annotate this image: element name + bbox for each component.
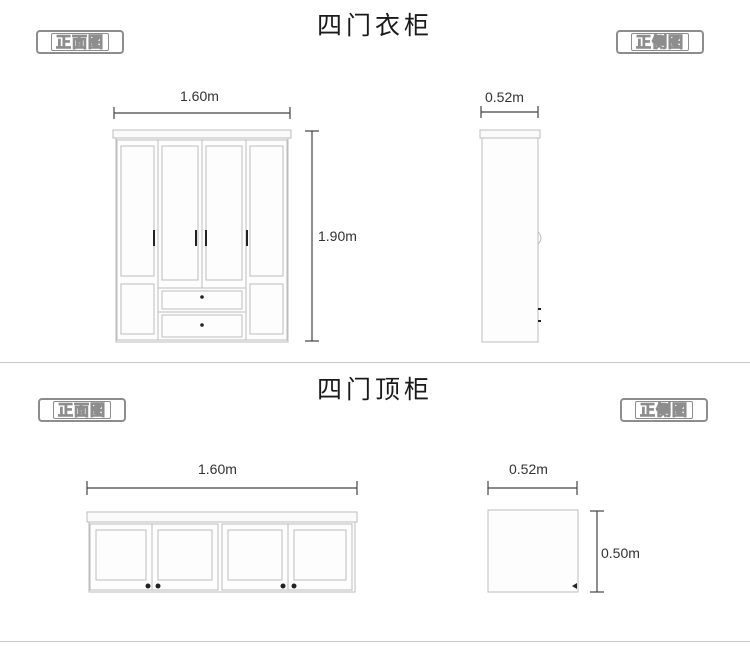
top-front-view-label: 正面图 — [52, 401, 111, 419]
front-view-badge: 正面图 — [36, 30, 124, 54]
front-view-label: 正面图 — [50, 33, 109, 51]
wardrobe-height-label: 1.90m — [318, 228, 357, 244]
top-cabinet-height-label: 0.50m — [601, 545, 640, 561]
top-side-view-label: 正侧图 — [634, 401, 693, 419]
wardrobe-side-drawing — [479, 129, 542, 343]
side-view-label: 正侧图 — [630, 33, 689, 51]
wardrobe-title: 四门衣柜 — [316, 11, 433, 40]
handles — [145, 230, 577, 589]
top-cabinet-side-drawing — [487, 509, 579, 593]
top-front-view-badge: 正面图 — [38, 398, 126, 422]
wardrobe-depth-label: 0.52m — [485, 89, 524, 105]
top-cabinet-width-label: 1.60m — [198, 461, 237, 477]
top-side-view-badge: 正侧图 — [620, 398, 708, 422]
side-view-badge: 正侧图 — [616, 30, 704, 54]
wardrobe-width-label: 1.60m — [180, 88, 219, 104]
wardrobe-front-drawing — [112, 129, 292, 343]
section-divider — [0, 362, 750, 363]
top-cabinet-depth-label: 0.52m — [509, 461, 548, 477]
top-cabinet-front-drawing — [86, 511, 358, 593]
top-cabinet-title: 四门顶柜 — [316, 375, 433, 404]
bottom-divider — [0, 641, 750, 642]
